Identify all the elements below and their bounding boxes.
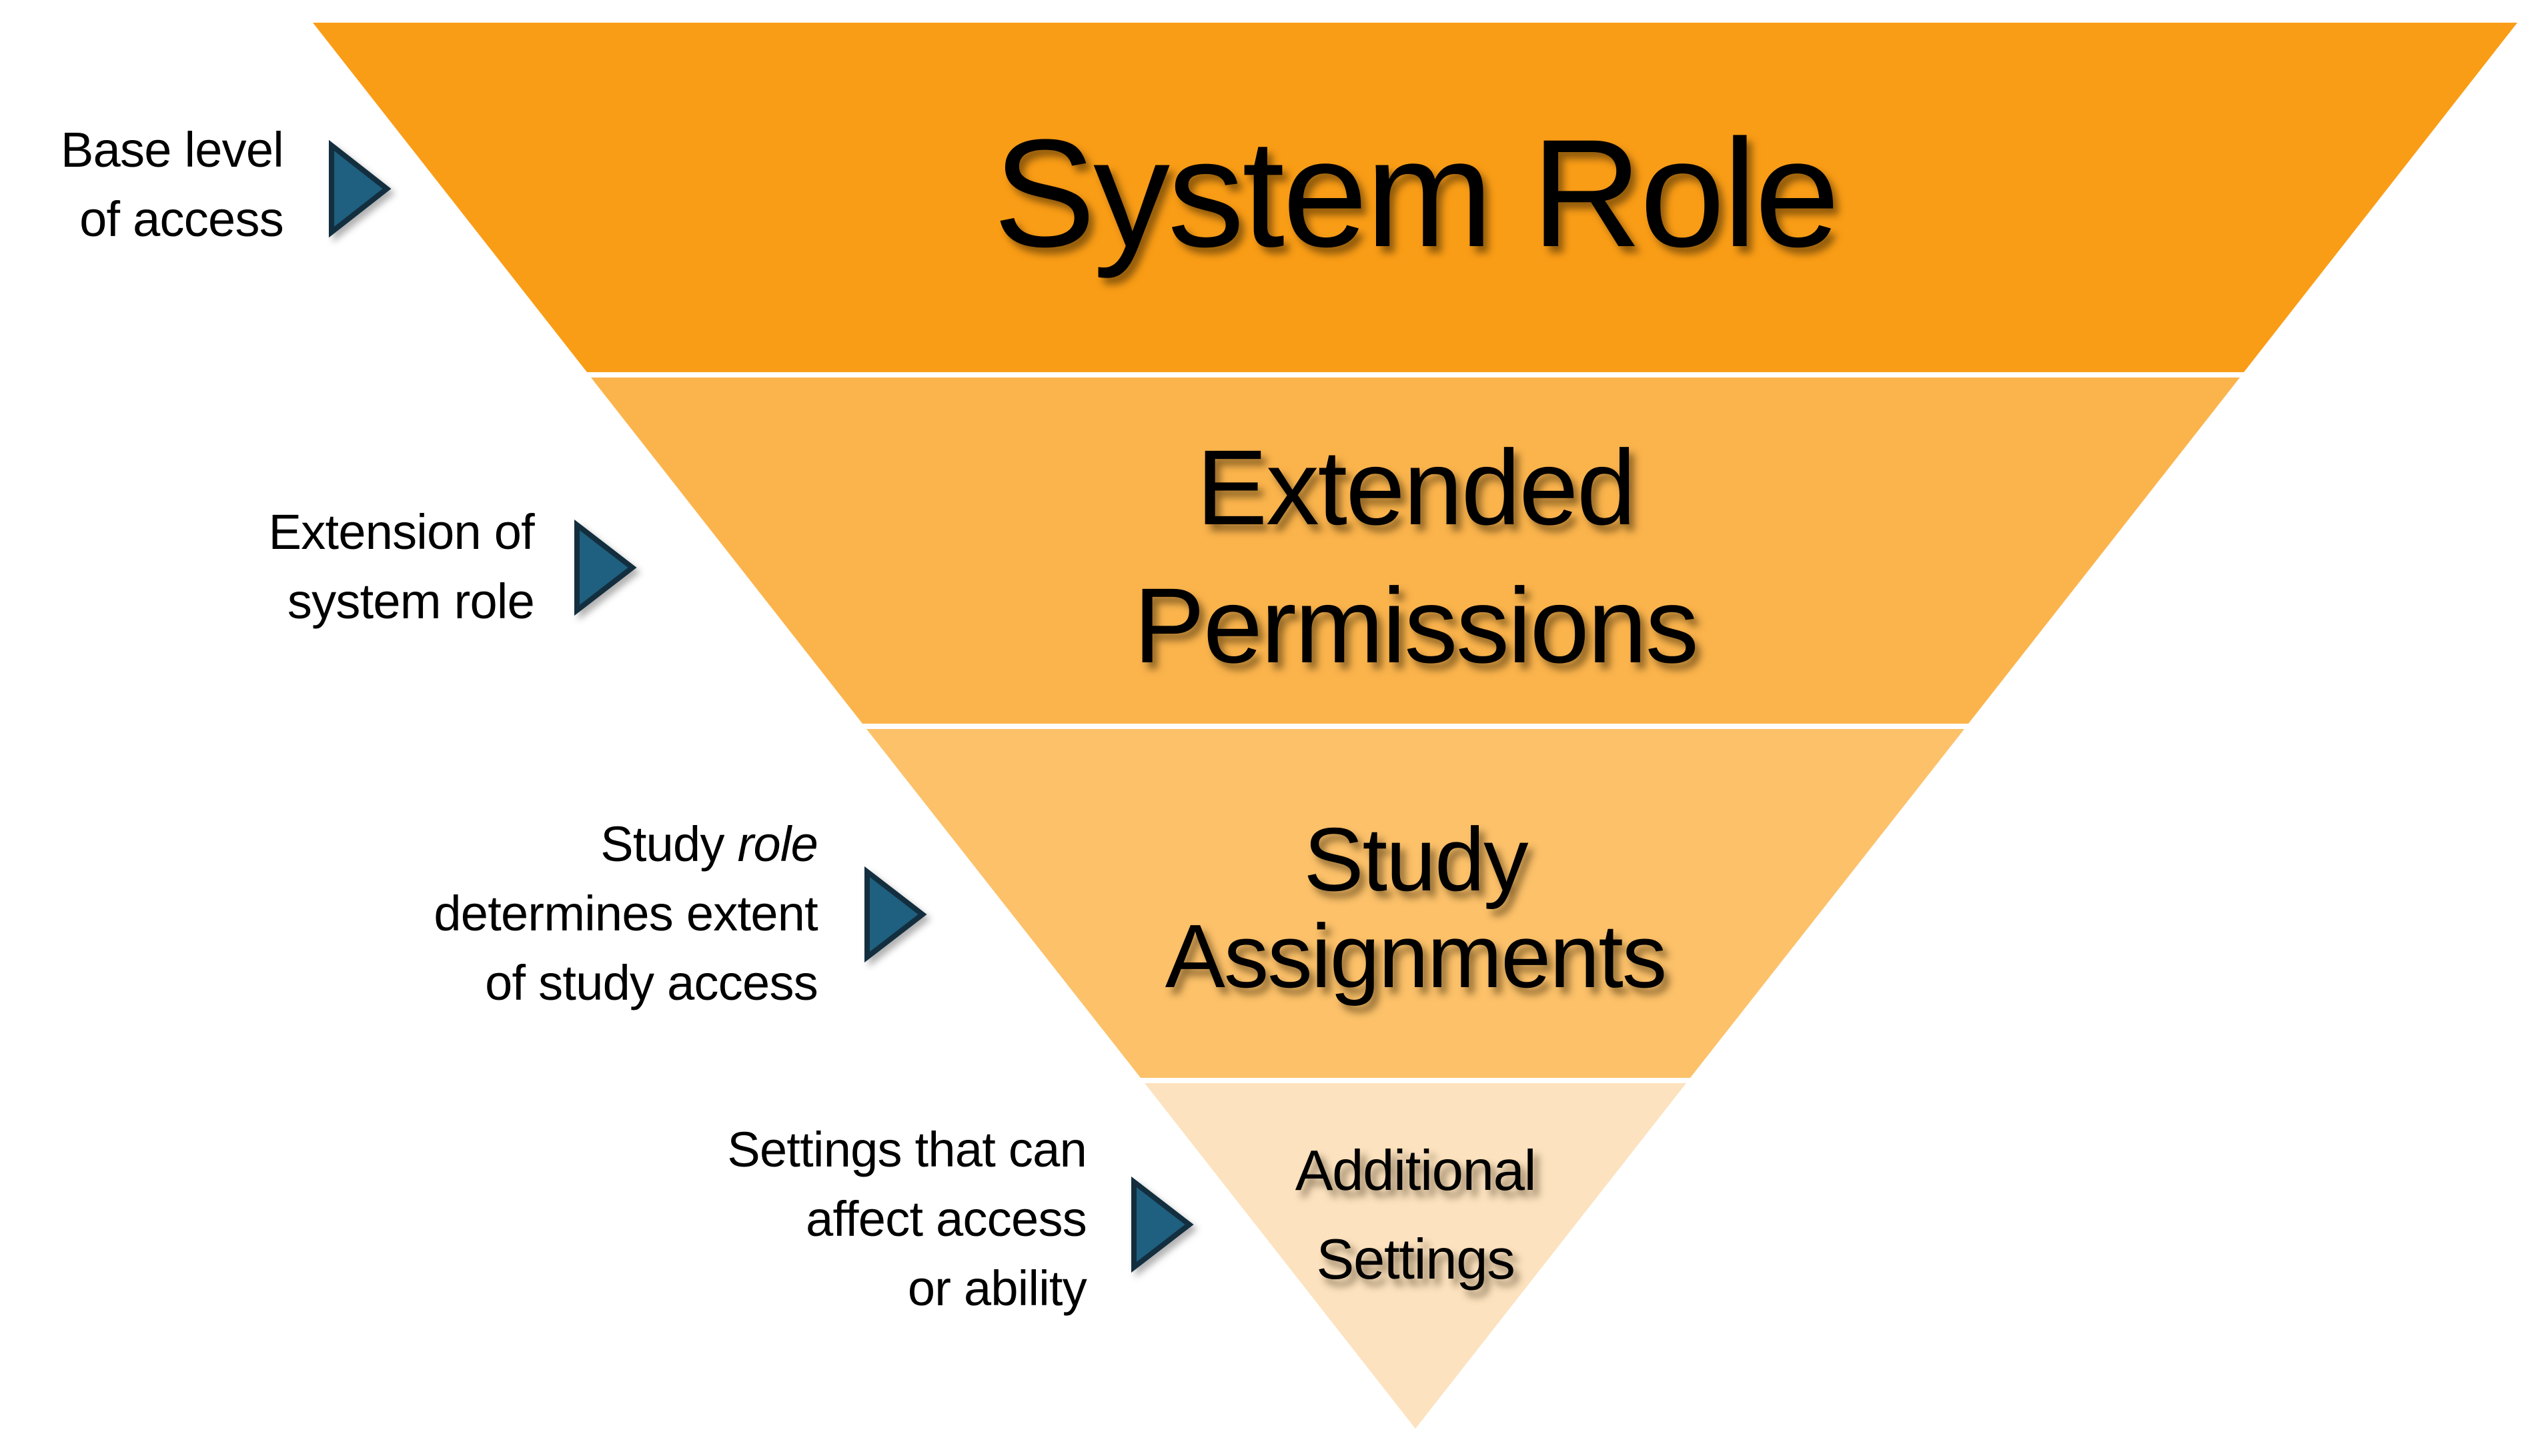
- level-3-title-line-2: Assignments: [1165, 906, 1668, 1006]
- level-4-title-line-2: Settings: [1316, 1228, 1515, 1291]
- annotation-base-level: Base level of access: [0, 115, 284, 254]
- level-4-title-line-1: Additional: [1295, 1139, 1537, 1203]
- annotation-text: Study: [600, 816, 738, 872]
- annotation-study-role: Study role determines extent of study ac…: [0, 810, 818, 1018]
- annotation-line: Extension of: [268, 504, 535, 560]
- annotation-line: Study role: [0, 810, 818, 879]
- annotation-text-italic: role: [737, 816, 818, 872]
- annotation-line: determines extent: [434, 886, 818, 941]
- pointer-arrow-icon-1: [329, 139, 392, 238]
- level-3-band: [866, 729, 1964, 1078]
- annotation-settings: Settings that can affect access or abili…: [0, 1115, 1087, 1323]
- annotation-line: system role: [287, 574, 535, 629]
- annotation-extension: Extension of system role: [0, 498, 535, 636]
- level-2-band: [591, 378, 2240, 724]
- level-4-band: [1145, 1083, 1686, 1429]
- annotation-line: affect access: [806, 1191, 1087, 1247]
- level-1-band: [313, 23, 2517, 372]
- level-2-title-line-1: Extended: [1196, 428, 1636, 547]
- pointer-arrow-icon-3: [864, 866, 927, 963]
- annotation-line: Base level: [60, 122, 284, 177]
- annotation-line: of study access: [485, 955, 818, 1010]
- annotation-line: or ability: [907, 1261, 1087, 1316]
- level-2-title-line-2: Permissions: [1133, 566, 1699, 685]
- annotation-line: Settings that can: [727, 1122, 1087, 1177]
- annotation-line: of access: [79, 191, 284, 247]
- pointer-arrow-icon-4: [1131, 1176, 1194, 1273]
- level-1-title: System Role: [993, 107, 1840, 279]
- pointer-arrow-icon-2: [574, 519, 637, 616]
- level-3-title-line-1: Study: [1303, 809, 1528, 910]
